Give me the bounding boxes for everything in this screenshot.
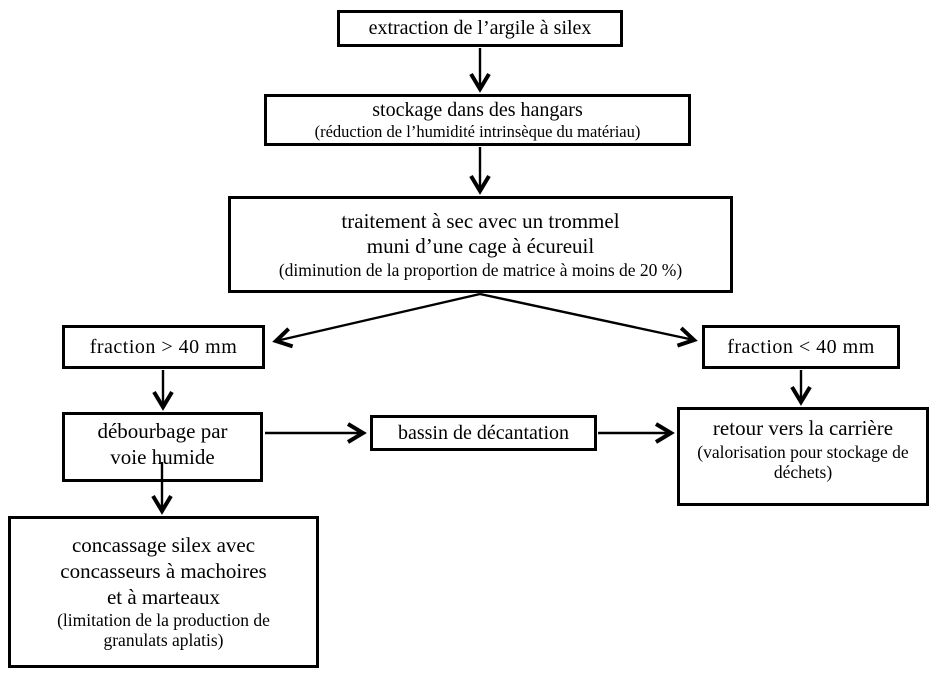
- arrow-traitement-to-fraction-sup: [272, 292, 481, 349]
- node-extraction-label: extraction de l’argile à silex: [368, 17, 592, 40]
- node-stockage: stockage dans des hangars (réduction de …: [264, 94, 691, 146]
- node-concassage: concassage silex avec concasseurs à mach…: [8, 516, 319, 668]
- node-retour-carriere-note-line2: déchets): [773, 461, 833, 482]
- node-stockage-label: stockage dans des hangars: [372, 99, 583, 122]
- arrow-traitement-to-fraction-inf: [479, 292, 698, 348]
- node-traitement-label-line1: traitement à sec avec un trommel: [341, 208, 620, 233]
- node-traitement-note: (diminution de la proportion de matrice …: [278, 260, 683, 281]
- node-concassage-note-line1: (limitation de la production de: [57, 610, 270, 631]
- node-bassin-decantation: bassin de décantation: [370, 415, 597, 451]
- node-debourbage-label-line2: voie humide: [110, 444, 215, 469]
- node-concassage-label-line3: et à marteaux: [106, 584, 221, 609]
- node-fraction-inf-40mm: fraction < 40 mm: [702, 325, 900, 369]
- node-fraction-inf-40mm-label: fraction < 40 mm: [727, 335, 875, 358]
- node-fraction-sup-40mm: fraction > 40 mm: [62, 325, 265, 369]
- node-traitement-label-line2: muni d’une cage à écureuil: [366, 234, 595, 259]
- node-stockage-note: (réduction de l’humidité intrinsèque du …: [314, 121, 641, 141]
- node-retour-carriere-note-line1: (valorisation pour stockage de: [697, 441, 909, 462]
- node-extraction: extraction de l’argile à silex: [337, 10, 623, 47]
- node-retour-carriere: retour vers la carrière (valorisation po…: [677, 407, 929, 506]
- node-concassage-note-line2: granulats aplatis): [103, 630, 224, 651]
- node-retour-carriere-label: retour vers la carrière: [712, 416, 894, 440]
- node-fraction-sup-40mm-label: fraction > 40 mm: [89, 335, 238, 358]
- node-concassage-label-line1: concassage silex avec: [71, 533, 256, 558]
- node-concassage-label-line2: concasseurs à machoires: [60, 559, 267, 584]
- node-debourbage: débourbage par voie humide: [62, 412, 263, 482]
- node-debourbage-label-line1: débourbage par: [97, 419, 228, 443]
- node-bassin-decantation-label: bassin de décantation: [397, 421, 570, 444]
- node-traitement: traitement à sec avec un trommel muni d’…: [228, 196, 733, 293]
